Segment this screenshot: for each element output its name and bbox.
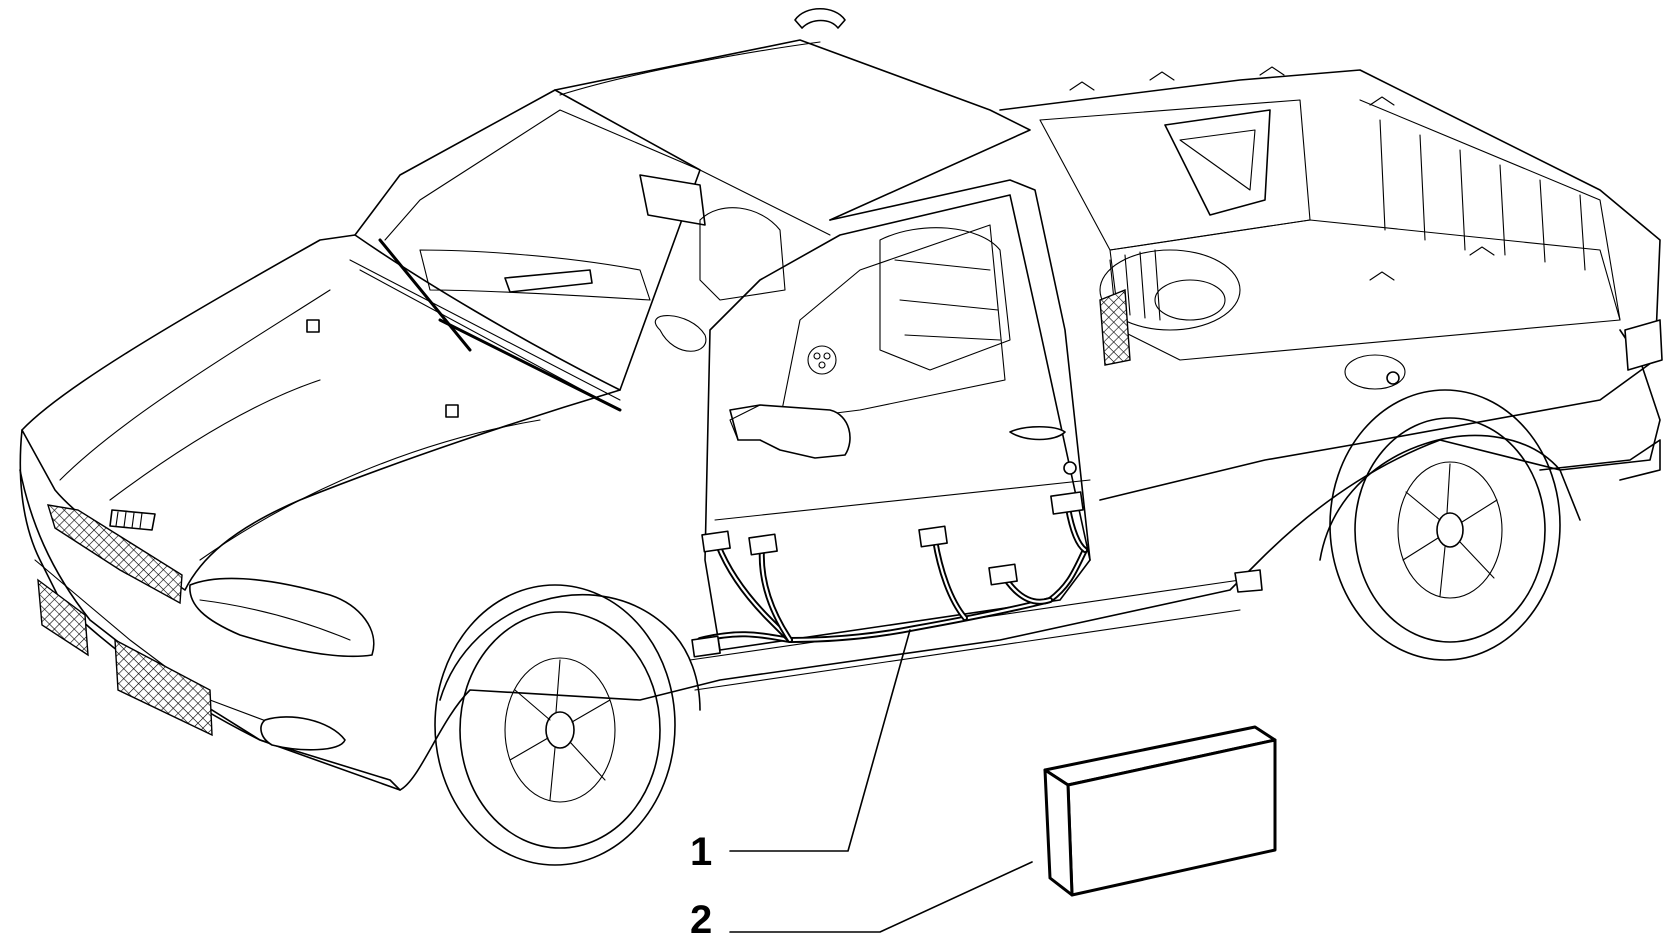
fuel-cap — [1344, 354, 1406, 390]
connector-a — [701, 530, 731, 553]
speaker-dot-a — [813, 352, 821, 360]
cab-vent — [1099, 288, 1131, 366]
connector-c — [918, 525, 948, 548]
harness-branch-c — [932, 537, 968, 621]
upper-grille — [47, 504, 183, 605]
bed-outline — [999, 69, 1661, 501]
bed-tie-downs — [1069, 66, 1495, 281]
module-box — [1043, 725, 1277, 897]
cowl-vent — [349, 259, 621, 406]
badge — [109, 509, 156, 531]
connector-e — [1050, 491, 1084, 515]
rear-lamp — [1624, 319, 1663, 371]
wiper-left — [378, 238, 472, 352]
a-pillar — [554, 89, 701, 391]
hood-crease-center — [109, 379, 321, 501]
steering-wheel — [654, 315, 707, 352]
spare-wheel — [1099, 249, 1241, 331]
rear-wheel — [1329, 389, 1561, 661]
front-seat-driver — [879, 227, 1011, 371]
spare-wheel-hub — [1154, 279, 1226, 321]
door-lock — [1063, 461, 1077, 475]
fog-light — [260, 716, 346, 751]
wiring-harness — [691, 491, 1088, 658]
connector-f — [691, 635, 721, 658]
front-wheel-arch — [439, 594, 701, 711]
door-crease — [714, 479, 1091, 521]
vehicle-illustration — [19, 8, 1663, 866]
rear-bumper — [1539, 439, 1661, 481]
connector-b — [748, 533, 778, 556]
spare-tread — [1109, 249, 1161, 321]
connector-d — [988, 563, 1018, 586]
callout-number-1: 1 — [690, 830, 712, 874]
bed-panel — [1164, 109, 1271, 216]
wiper-right — [438, 318, 622, 412]
callout-1: 1 — [690, 629, 911, 874]
windshield-frame — [354, 39, 1031, 236]
side-mirror-arm — [729, 404, 761, 441]
lower-grille-right — [114, 638, 213, 737]
bed-panel-inner — [1179, 129, 1256, 191]
rocker-block — [1234, 569, 1263, 593]
leader-line-1 — [729, 629, 911, 852]
bed-side-ribs — [1379, 119, 1586, 271]
front-seat-passenger — [699, 207, 786, 301]
callout-2: 2 — [690, 861, 1033, 936]
hood — [21, 234, 621, 591]
door-window — [779, 224, 1006, 421]
cab-rear — [829, 179, 1091, 561]
rear-wheel-arch — [1319, 434, 1581, 561]
lower-grille-left — [37, 578, 89, 657]
side-mirror — [729, 404, 851, 459]
front-wheel — [434, 584, 676, 866]
headlight — [189, 577, 375, 658]
leader-line-2 — [729, 861, 1033, 933]
rearview-mirror — [639, 174, 706, 226]
speaker-dot-b — [823, 352, 831, 360]
seat-stitch — [894, 259, 1001, 341]
callout-number-2: 2 — [690, 898, 712, 936]
door-outline — [704, 194, 1091, 651]
bed-rear-wall — [1359, 99, 1621, 321]
harness-trunk — [697, 547, 1088, 643]
fuel-cap-lock — [1386, 371, 1400, 385]
washer-jet-right — [445, 404, 459, 418]
speaker-dot-c — [818, 361, 826, 369]
badge-lines — [115, 511, 143, 529]
door-handle — [1009, 425, 1066, 441]
roof-handle — [794, 8, 846, 29]
washer-jet-left — [306, 319, 320, 333]
speaker-grille — [807, 345, 837, 375]
hood-crease-right — [199, 419, 541, 561]
hood-crease-left — [59, 289, 331, 481]
dashboard — [419, 249, 651, 301]
windshield-inner — [384, 109, 831, 241]
module-box-side — [1043, 768, 1074, 897]
body-outline — [19, 329, 1661, 791]
roof-bar — [559, 41, 821, 96]
dash-vent — [504, 269, 593, 293]
headlight-inner — [199, 599, 351, 641]
